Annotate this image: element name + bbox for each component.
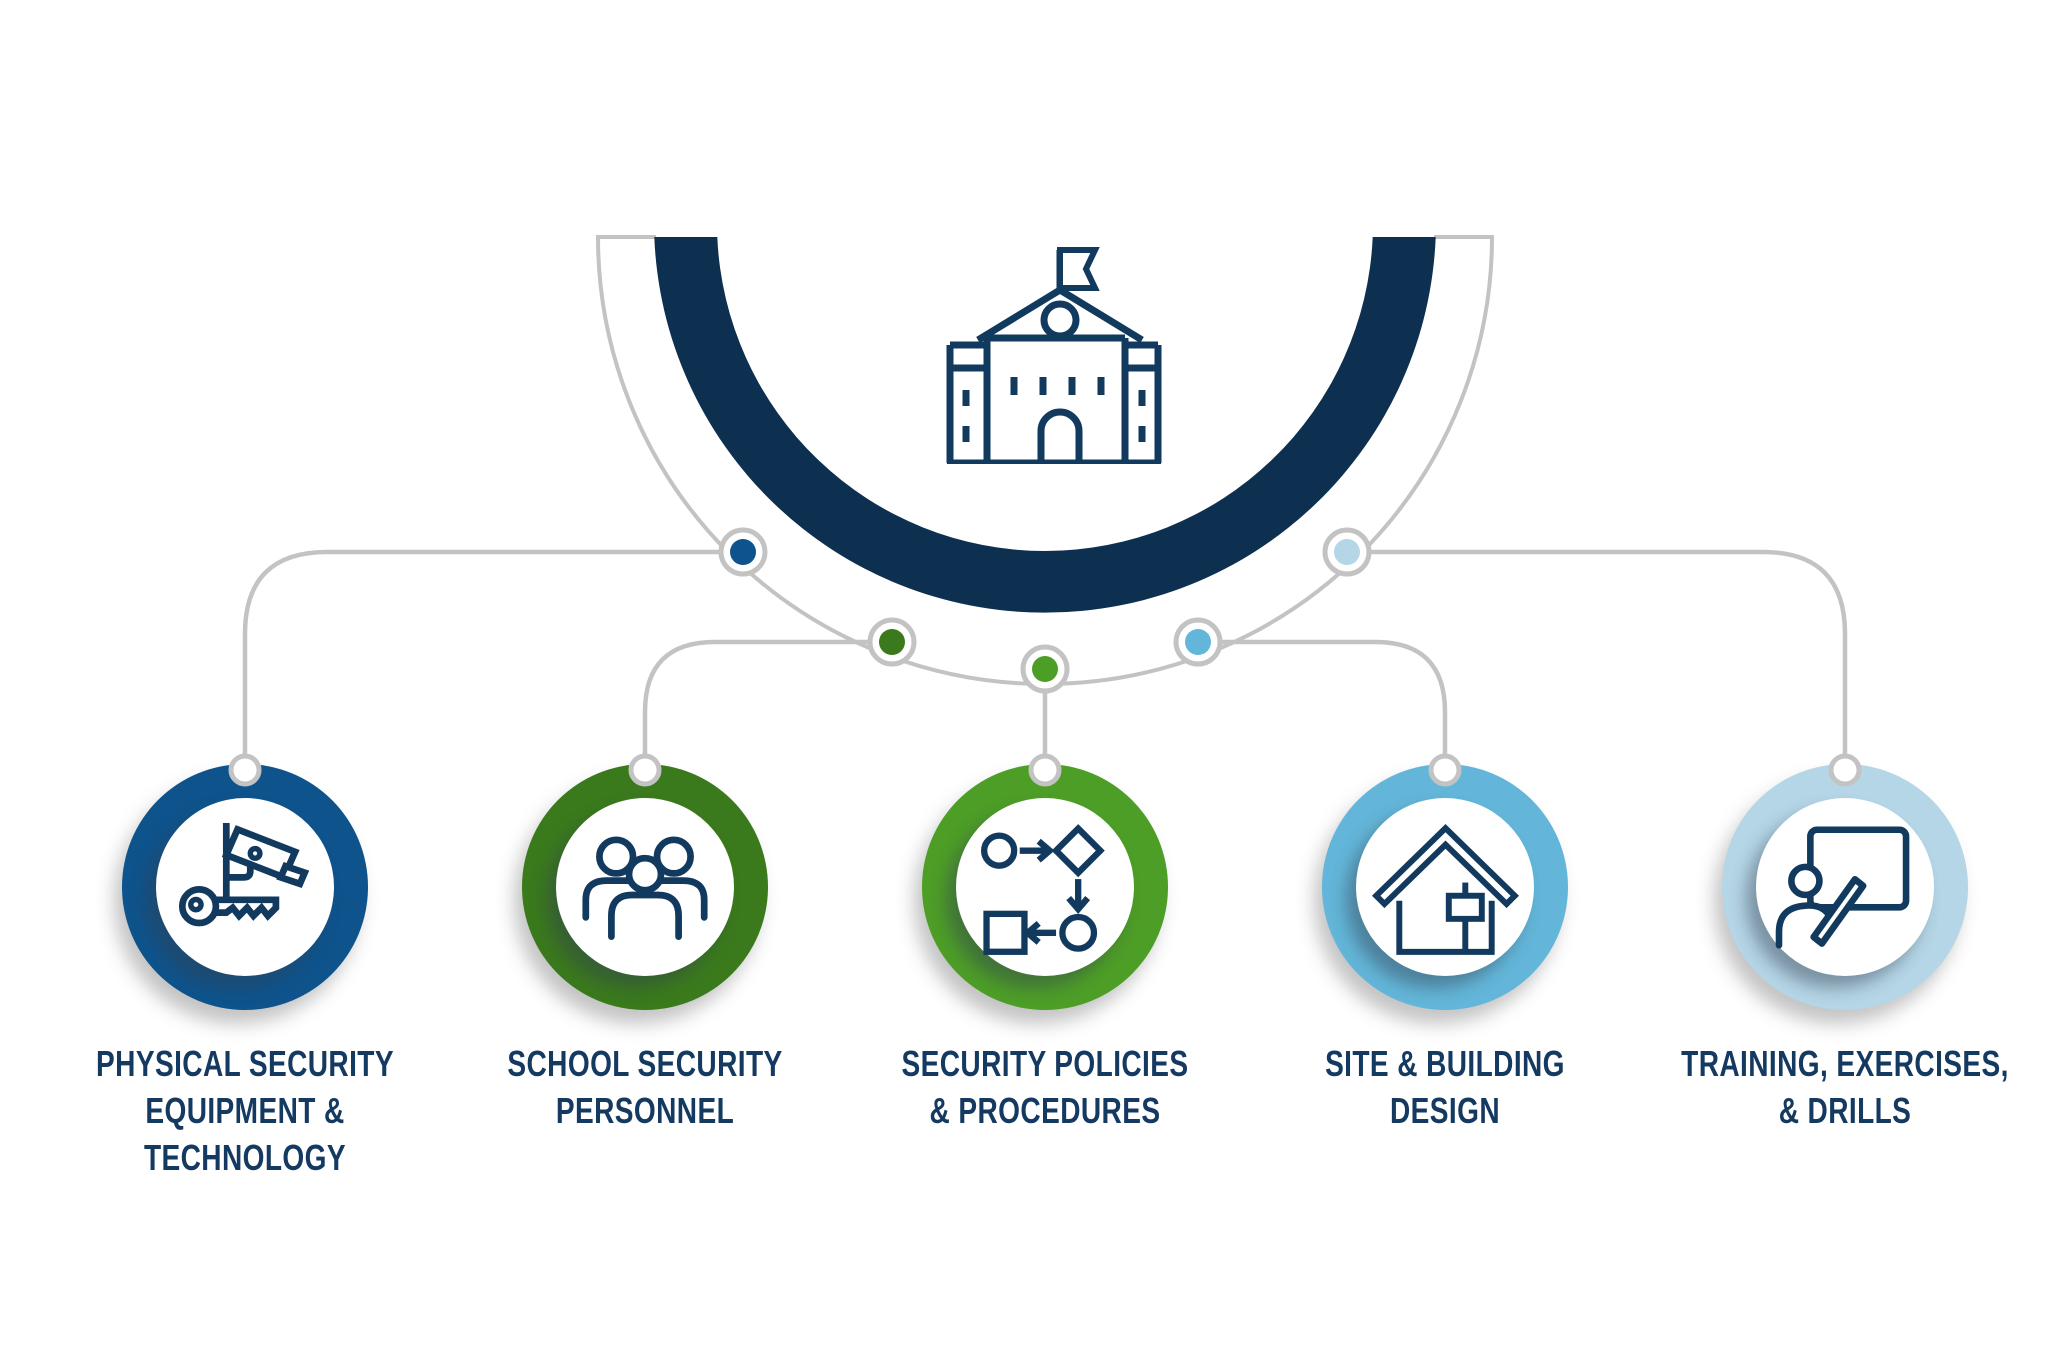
- security-camera-key-icon: [178, 823, 309, 927]
- category-label-physical-security: PHYSICAL SECURITY EQUIPMENT & TECHNOLOGY: [96, 1043, 394, 1178]
- node-ring: [1322, 527, 1372, 577]
- category-circle-policies-procedures: [922, 764, 1168, 1010]
- flowchart-icon: [981, 824, 1105, 955]
- connector-site-building: [1198, 639, 1448, 756]
- category-face: [956, 798, 1134, 976]
- node-dot-school-personnel: [879, 629, 905, 655]
- node-dot-policies-procedures: [1032, 656, 1058, 682]
- category-circle-school-personnel: [522, 764, 768, 1010]
- hub-icon-wrap: [926, 214, 1182, 464]
- node-ring: [867, 617, 917, 667]
- category-label-site-building: SITE & BUILDING DESIGN: [1325, 1043, 1565, 1131]
- category-circle-site-building: [1322, 764, 1568, 1010]
- category-label-school-personnel: SCHOOL SECURITY PERSONNEL: [507, 1043, 783, 1131]
- arc-nodes: [718, 527, 1372, 694]
- people-group-icon: [582, 836, 708, 940]
- node-ring: [1020, 644, 1070, 694]
- school-building-icon: [946, 247, 1162, 464]
- category-circle-training-drills: [1722, 764, 1968, 1010]
- category-face: [156, 798, 334, 976]
- category-face: [556, 798, 734, 976]
- presenter-board-icon: [1775, 825, 1910, 949]
- node-dot-physical-security: [730, 539, 756, 565]
- node-ring: [1173, 617, 1223, 667]
- category-face: [1356, 798, 1534, 976]
- connector-lines: [242, 549, 1848, 756]
- category-label-training-drills: TRAINING, EXERCISES, & DRILLS: [1681, 1043, 2009, 1131]
- category-label-policies-procedures: SECURITY POLICIES & PROCEDURES: [901, 1043, 1189, 1131]
- house-icon: [1371, 823, 1519, 955]
- node-dot-training-drills: [1334, 539, 1360, 565]
- category-circle-physical-security: [122, 764, 368, 1010]
- connector-physical-security: [242, 549, 743, 756]
- connector-training-drills: [1347, 549, 1848, 756]
- connector-school-personnel: [642, 639, 892, 756]
- category-face: [1756, 798, 1934, 976]
- node-dot-site-building: [1185, 629, 1211, 655]
- node-ring: [718, 527, 768, 577]
